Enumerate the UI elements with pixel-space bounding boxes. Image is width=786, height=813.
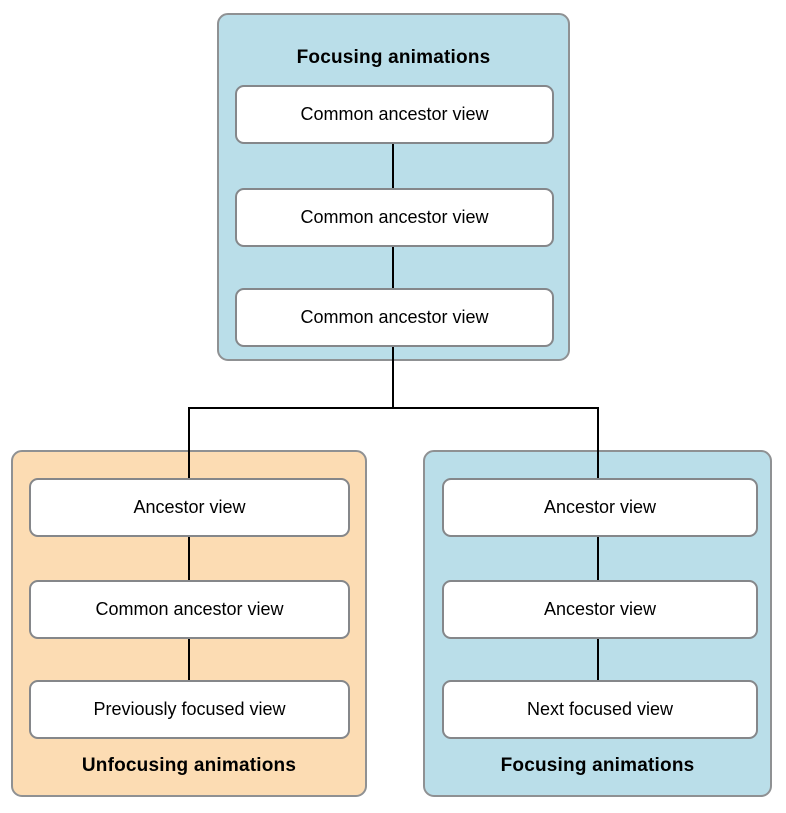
left-ancestor-view-node: Ancestor view (29, 478, 350, 537)
right-ancestor-view-node-2: Ancestor view (442, 580, 758, 639)
common-ancestor-view-node-1: Common ancestor view (235, 85, 554, 144)
previously-focused-view-node: Previously focused view (29, 680, 350, 739)
connector-horizontal-rail (188, 407, 599, 409)
connector-right-box2-box3 (597, 636, 599, 680)
connector-right-box1-box2 (597, 534, 599, 580)
connector-left-box1-box2 (188, 534, 190, 580)
common-ancestor-view-node-3: Common ancestor view (235, 288, 554, 347)
common-ancestor-view-node-2: Common ancestor view (235, 188, 554, 247)
connector-rail-to-left-group (188, 407, 190, 478)
connector-rail-to-right-group (597, 407, 599, 478)
top-group-title: Focusing animations (296, 47, 491, 68)
connector-left-box2-box3 (188, 636, 190, 680)
unfocusing-animations-group: Ancestor view Common ancestor view Previ… (11, 450, 367, 797)
right-focusing-animations-group: Ancestor view Ancestor view Next focused… (423, 450, 772, 797)
connector-top-to-rail (392, 345, 394, 409)
left-group-title: Unfocusing animations (81, 755, 297, 776)
top-focusing-animations-group: Focusing animations Common ancestor view… (217, 13, 570, 361)
connector-top-box1-box2 (392, 142, 394, 188)
next-focused-view-node: Next focused view (442, 680, 758, 739)
connector-top-box2-box3 (392, 245, 394, 288)
left-common-ancestor-view-node: Common ancestor view (29, 580, 350, 639)
right-group-title: Focusing animations (500, 755, 695, 776)
right-ancestor-view-node-1: Ancestor view (442, 478, 758, 537)
